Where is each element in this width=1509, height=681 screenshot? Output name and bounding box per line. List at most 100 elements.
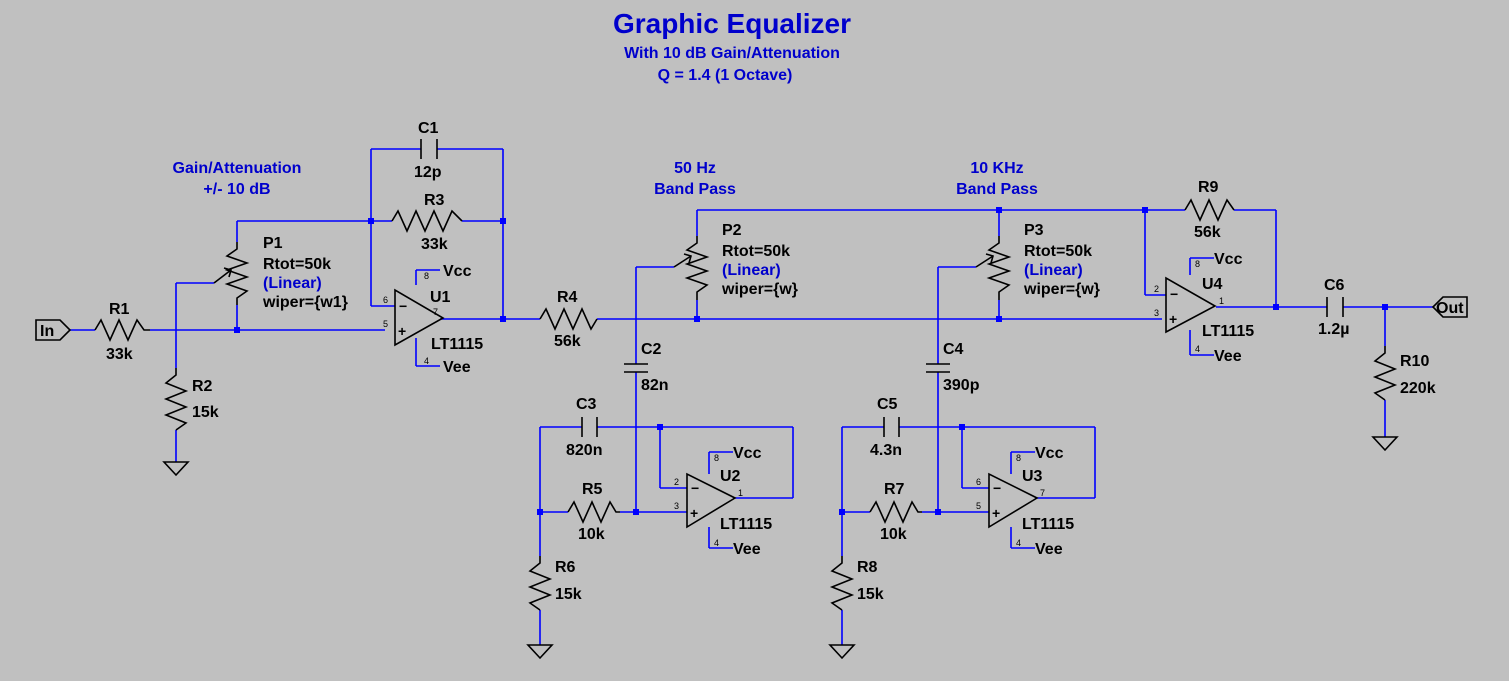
u2-vee: Vee xyxy=(733,541,761,558)
u3-vcc: Vcc xyxy=(1035,445,1064,462)
svg-text:8: 8 xyxy=(1195,259,1200,269)
svg-text:+: + xyxy=(1169,311,1177,327)
r8-label: R8 xyxy=(857,559,878,576)
output-port: Out xyxy=(1431,296,1468,318)
opamp-u4: − + 8 2 3 1 4 Vcc U4 LT1115 Vee xyxy=(1154,251,1254,365)
u3-vee: Vee xyxy=(1035,541,1063,558)
u4-vee: Vee xyxy=(1214,348,1242,365)
u2-label: U2 xyxy=(720,468,741,485)
ground-r6 xyxy=(526,644,554,660)
annotation-gain-line1: Gain/Attenuation xyxy=(173,160,302,177)
svg-text:8: 8 xyxy=(714,453,719,463)
svg-text:2: 2 xyxy=(1154,284,1159,294)
r7-value: 10k xyxy=(880,526,907,543)
svg-text:4: 4 xyxy=(1016,538,1021,548)
r3-value: 33k xyxy=(421,236,448,253)
svg-text:8: 8 xyxy=(1016,453,1021,463)
svg-text:4: 4 xyxy=(1195,344,1200,354)
svg-text:3: 3 xyxy=(1154,308,1159,318)
resistor-r5: R5 10k xyxy=(567,481,620,543)
r9-value: 56k xyxy=(1194,224,1221,241)
resistor-r3: R3 33k xyxy=(391,192,463,253)
u3-part: LT1115 xyxy=(1022,516,1074,533)
svg-text:1: 1 xyxy=(738,488,743,498)
u1-label: U1 xyxy=(430,289,451,306)
u4-vcc: Vcc xyxy=(1214,251,1243,268)
resistor-r7: R7 10k xyxy=(869,481,922,543)
p3-mode: (Linear) xyxy=(1024,262,1083,279)
capacitor-c3: C3 820n xyxy=(566,396,602,459)
schematic-subtitle-gain: With 10 dB Gain/Attenuation xyxy=(624,45,840,62)
svg-text:3: 3 xyxy=(674,501,679,511)
p1-rtot: Rtot=50k xyxy=(263,256,331,273)
svg-text:+: + xyxy=(690,505,698,521)
svg-text:5: 5 xyxy=(383,319,388,329)
capacitor-c4: C4 390p xyxy=(926,341,980,394)
u2-vcc: Vcc xyxy=(733,445,762,462)
svg-text:−: − xyxy=(1170,286,1178,302)
resistor-r9: R9 56k xyxy=(1184,179,1235,241)
c2-value: 82n xyxy=(641,377,669,394)
u4-part: LT1115 xyxy=(1202,323,1254,340)
output-port-label: Out xyxy=(1436,300,1464,317)
c2-label: C2 xyxy=(641,341,662,358)
r6-label: R6 xyxy=(555,559,576,576)
u4-label: U4 xyxy=(1202,276,1223,293)
svg-text:−: − xyxy=(691,480,699,496)
schematic-title: Graphic Equalizer xyxy=(613,8,851,39)
p1-mode: (Linear) xyxy=(263,275,322,292)
svg-text:7: 7 xyxy=(433,307,438,317)
r10-value: 220k xyxy=(1400,380,1436,397)
u1-vee: Vee xyxy=(443,359,471,376)
annotation-50hz-line1: 50 Hz xyxy=(674,160,716,177)
r2-label: R2 xyxy=(192,378,213,395)
r6-value: 15k xyxy=(555,586,582,603)
r10-label: R10 xyxy=(1400,353,1429,370)
c3-value: 820n xyxy=(566,442,602,459)
c5-label: C5 xyxy=(877,396,898,413)
svg-text:4: 4 xyxy=(714,538,719,548)
c3-label: C3 xyxy=(576,396,597,413)
ground-r8 xyxy=(828,644,856,660)
r4-value: 56k xyxy=(554,333,581,350)
capacitor-c1: C1 12p xyxy=(414,120,442,181)
opamp-u3: − + 8 6 5 7 4 Vcc U3 LT1115 Vee xyxy=(976,445,1074,558)
annotation-gain-line2: +/- 10 dB xyxy=(203,181,270,198)
r1-label: R1 xyxy=(109,301,130,318)
svg-text:7: 7 xyxy=(1040,488,1045,498)
resistor-r6: R6 15k xyxy=(527,556,582,611)
wires xyxy=(70,148,1433,645)
svg-text:−: − xyxy=(399,298,407,314)
svg-text:2: 2 xyxy=(674,477,679,487)
c6-value: 1.2µ xyxy=(1318,321,1349,338)
r4-label: R4 xyxy=(557,289,578,306)
u1-part: LT1115 xyxy=(431,336,483,353)
p3-label: P3 xyxy=(1024,222,1044,239)
potentiometer-p2: P2 Rtot=50k (Linear) wiper={w} xyxy=(673,222,798,300)
resistor-r10: R10 220k xyxy=(1372,346,1436,401)
r5-value: 10k xyxy=(578,526,605,543)
ground-r10 xyxy=(1371,436,1399,452)
svg-text:1: 1 xyxy=(1219,296,1224,306)
c1-value: 12p xyxy=(414,164,442,181)
c6-label: C6 xyxy=(1324,277,1345,294)
r2-value: 15k xyxy=(192,404,219,421)
svg-text:−: − xyxy=(993,480,1001,496)
r1-value: 33k xyxy=(106,346,133,363)
c4-label: C4 xyxy=(943,341,964,358)
input-port: In xyxy=(35,319,72,341)
p2-rtot: Rtot=50k xyxy=(722,243,790,260)
svg-text:6: 6 xyxy=(976,477,981,487)
r5-label: R5 xyxy=(582,481,603,498)
p2-mode: (Linear) xyxy=(722,262,781,279)
u3-label: U3 xyxy=(1022,468,1043,485)
ground-r2 xyxy=(162,461,190,477)
annotation-50hz-line2: Band Pass xyxy=(654,181,736,198)
c5-value: 4.3n xyxy=(870,442,902,459)
svg-text:4: 4 xyxy=(424,356,429,366)
svg-text:8: 8 xyxy=(424,271,429,281)
p1-wiper: wiper={w1} xyxy=(262,294,348,311)
p3-rtot: Rtot=50k xyxy=(1024,243,1092,260)
resistor-r8: R8 15k xyxy=(829,556,884,611)
